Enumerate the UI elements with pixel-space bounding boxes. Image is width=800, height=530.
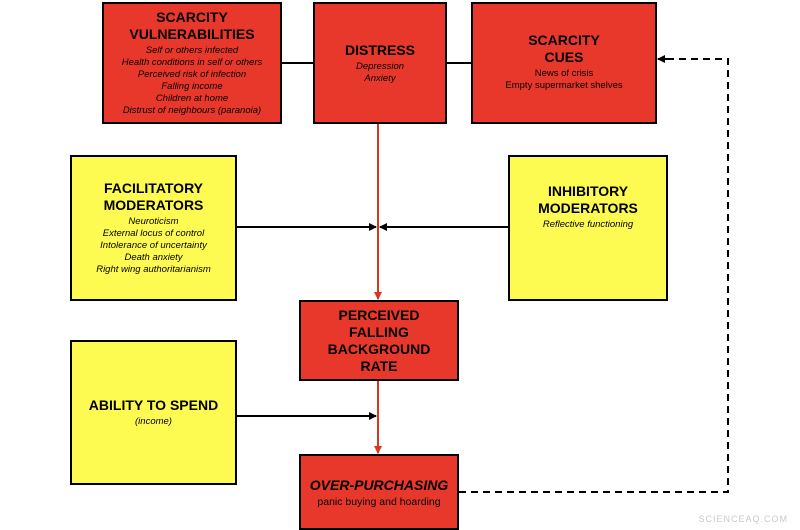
list-item: News of crisis: [534, 68, 594, 79]
list-item: External locus of control: [102, 228, 205, 239]
distress-title: DISTRESS: [344, 42, 415, 58]
list-item: Falling income: [161, 81, 223, 92]
list-item: Self or others infected: [145, 45, 239, 56]
inhibitory-moderators-title: INHIBITORY MODERATORS: [538, 183, 638, 216]
box-distress: DISTRESS Depression Anxiety: [313, 2, 447, 124]
over-purchasing-title: OVER-PURCHASING: [309, 476, 449, 493]
over-purchasing-subtitle: panic buying and hoarding: [317, 495, 441, 508]
list-item: Anxiety: [364, 73, 396, 84]
list-item: Neuroticism: [128, 216, 179, 227]
ability-to-spend-subtitle: (income): [135, 416, 172, 427]
list-item: Distrust of neighbours (paranoia): [122, 105, 262, 116]
box-perceived-falling-background-rate: PERCEIVED FALLING BACKGROUND RATE: [299, 300, 459, 381]
list-item: Death anxiety: [124, 252, 183, 263]
perceived-falling-background-rate-title: PERCEIVED FALLING BACKGROUND RATE: [327, 306, 431, 374]
box-scarcity-cues: SCARCITY CUES News of crisis Empty super…: [471, 2, 657, 124]
scarcity-cues-title: SCARCITY CUES: [528, 32, 600, 65]
scarcity-cues-list: News of crisis Empty supermarket shelves: [505, 68, 622, 92]
box-over-purchasing: OVER-PURCHASING panic buying and hoardin…: [299, 454, 459, 530]
watermark: SCIENCEAQ.COM: [698, 514, 788, 524]
over-purchasing-list: panic buying and hoarding: [317, 496, 440, 508]
box-facilitatory-moderators: FACILITATORY MODERATORS Neuroticism Exte…: [70, 155, 237, 301]
list-item: Right wing authoritarianism: [96, 264, 211, 275]
box-ability-to-spend: ABILITY TO SPEND (income): [70, 340, 237, 485]
ability-to-spend-title: ABILITY TO SPEND: [88, 397, 219, 413]
scarcity-vulnerabilities-title: SCARCITY VULNERABILITIES: [129, 9, 255, 42]
facilitatory-moderators-title: FACILITATORY MODERATORS: [103, 180, 204, 213]
list-item: Empty supermarket shelves: [505, 80, 623, 91]
list-item: Health conditions in self or others: [121, 57, 263, 68]
list-item: Perceived risk of infection: [137, 69, 247, 80]
distress-list: Depression Anxiety: [356, 61, 404, 85]
box-scarcity-vulnerabilities: SCARCITY VULNERABILITIES Self or others …: [102, 2, 282, 124]
inhibitory-moderators-list: Reflective functioning: [543, 219, 633, 231]
list-item: Intolerance of uncertainty: [100, 240, 207, 251]
list-item: Reflective functioning: [542, 219, 634, 230]
list-item: Depression: [355, 61, 405, 72]
ability-to-spend-list: (income): [135, 416, 172, 428]
box-inhibitory-moderators: INHIBITORY MODERATORS Reflective functio…: [508, 155, 668, 301]
facilitatory-moderators-list: Neuroticism External locus of control In…: [96, 216, 211, 276]
scarcity-vulnerabilities-list: Self or others infected Health condition…: [122, 45, 262, 117]
list-item: Children at home: [155, 93, 229, 104]
feedback-loop-dashed: [459, 58, 729, 493]
